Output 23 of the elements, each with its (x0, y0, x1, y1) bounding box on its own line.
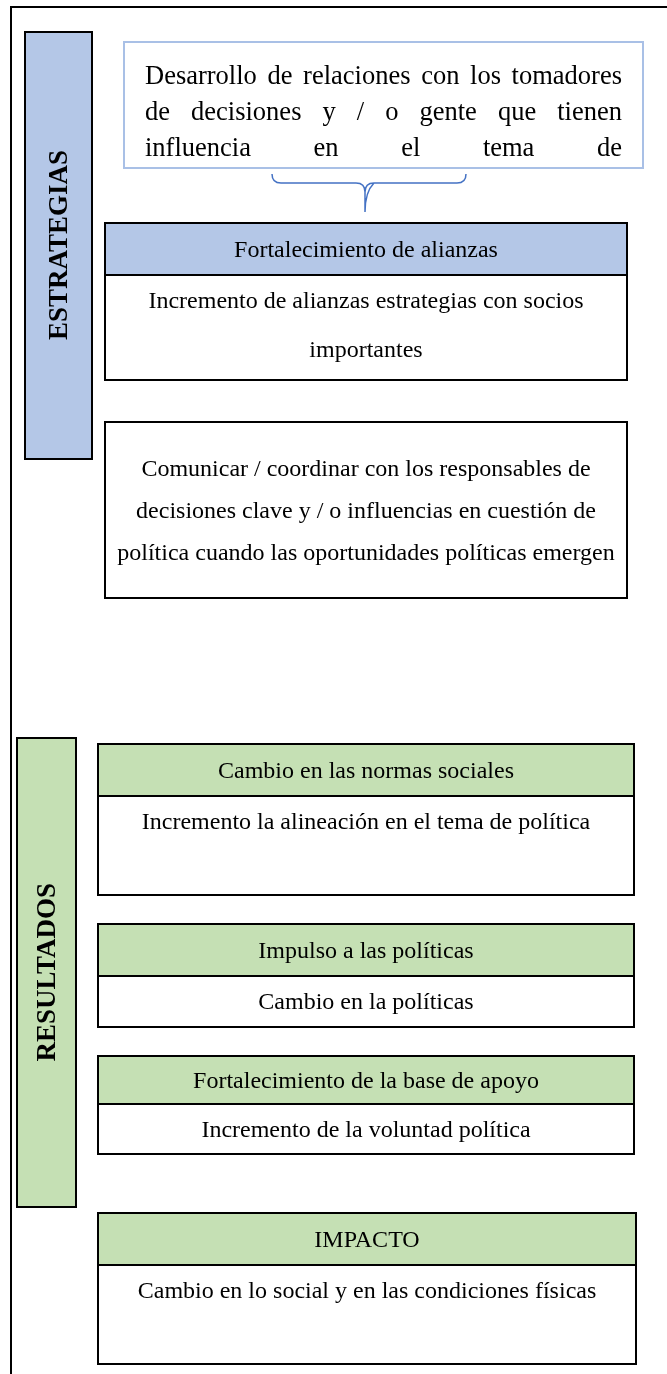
side-band (16, 737, 77, 1208)
band-label: ESTRATEGIAS (43, 150, 74, 341)
box-text: Desarrollo de relaciones con los tomadores de decisiones y / o gente que tienen influencia en el tema de (145, 59, 622, 164)
box-header: IMPACTO (99, 1214, 635, 1266)
text-box (123, 41, 644, 169)
box-header: Impulso a las políticas (99, 925, 633, 977)
titled-box (97, 743, 635, 896)
side-band (24, 31, 93, 460)
box-header: Cambio en las normas sociales (99, 745, 633, 797)
titled-box (104, 222, 628, 381)
box-text: Cambio en lo social y en las condiciones físicas (137, 1276, 597, 1305)
box-text: Cambio en la políticas (258, 987, 474, 1016)
box-header: Fortalecimiento de alianzas (106, 224, 626, 276)
box-text: Incremento de alianzas estrategias con socios importantes (147, 286, 585, 364)
box-header: Fortalecimiento de la base de apoyo (99, 1057, 633, 1105)
titled-box (97, 1055, 635, 1155)
text-box (104, 421, 628, 599)
titled-box (97, 1212, 637, 1365)
band-label: RESULTADOS (31, 883, 62, 1062)
box-text: Comunicar / coordinar con los responsables de decisiones clave y / o influencias en cuestión de política cuando las oportunidades políticas emergen (116, 454, 616, 567)
box-text: Incremento la alineación en el tema de política (141, 807, 591, 836)
box-text: Incremento de la voluntad política (201, 1115, 531, 1144)
titled-box (97, 923, 635, 1028)
